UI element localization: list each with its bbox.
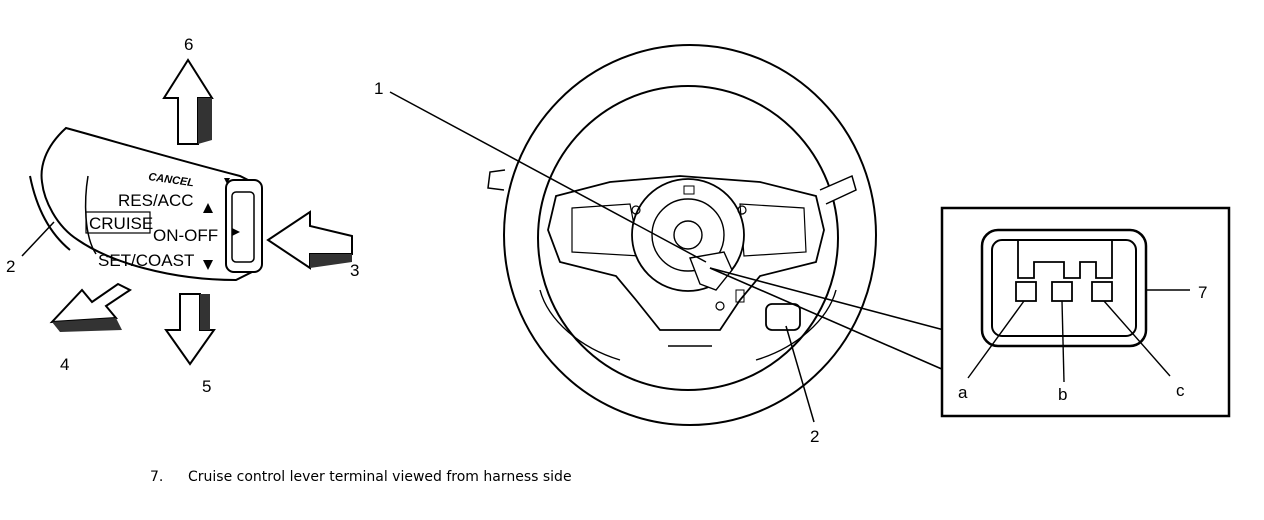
callout-2-lever: 2: [6, 257, 15, 276]
set-coast-label: SET/COAST: [98, 251, 194, 270]
down-arrow-icon: [164, 293, 216, 366]
wheel-cruise-lever: [765, 303, 801, 331]
cruise-label: CRUISE: [89, 214, 153, 233]
pin-label-c: c: [1176, 381, 1185, 400]
res-acc-label: RES/ACC: [118, 191, 194, 210]
callout-7: 7: [1198, 283, 1207, 302]
projection-line-top: [709, 267, 945, 331]
push-arrow-icon: [266, 210, 353, 270]
pin-label-a: a: [958, 383, 968, 402]
callout-2-wheel: 2: [810, 427, 819, 446]
pin-label-b: b: [1058, 385, 1067, 404]
projection-line-bottom: [709, 267, 945, 371]
callout-5: 5: [202, 377, 211, 396]
cruise-label-box: [85, 211, 151, 234]
caption-number: 7.: [150, 469, 164, 485]
caption-text: Cruise control lever terminal viewed fro…: [188, 469, 572, 485]
callout-4: 4: [60, 355, 69, 374]
callout-6: 6: [184, 35, 193, 54]
on-off-label: ON-OFF: [153, 226, 218, 245]
pull-arrow-icon: [49, 282, 132, 332]
steering-wheel-diagram: 1 2: [374, 44, 877, 446]
up-arrow-icon: [162, 58, 214, 145]
figure-caption: 7. Cruise control lever terminal viewed f…: [150, 469, 572, 485]
terminal-detail: a b c 7: [940, 206, 1231, 418]
callout-3: 3: [350, 261, 359, 280]
pin-a: [1015, 281, 1037, 302]
cruise-lever-diagram: CANCEL RES/ACC CRUISE ON-OFF SET/COAST 6…: [6, 35, 359, 396]
pin-b: [1051, 281, 1073, 302]
callout-1: 1: [374, 79, 383, 98]
pin-c: [1091, 281, 1113, 302]
